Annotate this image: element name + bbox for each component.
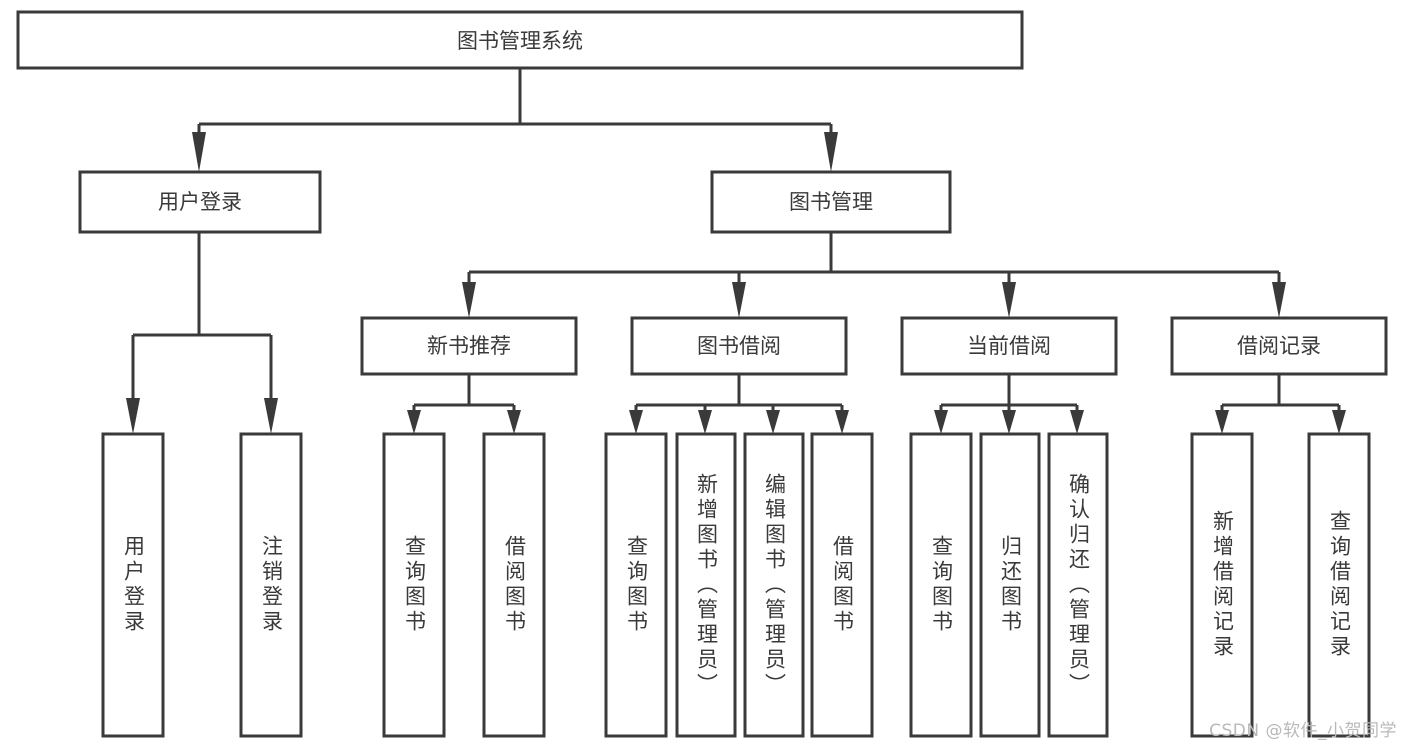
node-box-leaf-query-book-3[interactable] xyxy=(909,432,973,738)
arrow-head-leaf-user-logout xyxy=(264,398,278,434)
arrow-head-leaf-borrow-book-2 xyxy=(835,410,849,434)
node-label-book-management: 图书管理 xyxy=(789,190,873,214)
node-box-leaf-query-book-2[interactable] xyxy=(604,432,668,738)
node-box-new-book-recommend[interactable] xyxy=(360,316,578,376)
node-box-root[interactable] xyxy=(16,10,1024,70)
node-box-book-borrow[interactable] xyxy=(630,316,848,376)
connector-layer xyxy=(126,68,1346,434)
node-label-user-login: 用户登录 xyxy=(158,190,242,214)
arrow-head-leaf-confirm-return xyxy=(1070,410,1084,434)
node-label-current-borrow: 当前借阅 xyxy=(967,334,1051,358)
arrow-head-leaf-query-book-1 xyxy=(407,410,421,434)
node-label-book-borrow: 图书借阅 xyxy=(697,334,781,358)
node-label-new-book-recommend: 新书推荐 xyxy=(427,334,511,358)
arrow-head-leaf-return-book xyxy=(1002,410,1016,434)
node-box-leaf-user-login[interactable] xyxy=(101,432,165,738)
arrow-head-leaf-query-record xyxy=(1332,410,1346,434)
node-box-leaf-confirm-return[interactable] xyxy=(1047,432,1109,738)
arrow-head-leaf-user-login xyxy=(126,398,140,434)
arrow-head-user-login xyxy=(192,132,206,172)
node-box-leaf-query-record[interactable] xyxy=(1307,432,1371,738)
node-box-current-borrow[interactable] xyxy=(900,316,1118,376)
node-box-leaf-return-book[interactable] xyxy=(979,432,1041,738)
arrow-head-leaf-query-book-2 xyxy=(629,410,643,434)
node-box-leaf-add-record[interactable] xyxy=(1190,432,1254,738)
node-box-leaf-borrow-book-2[interactable] xyxy=(810,432,874,738)
arrow-head-new-book-recommend xyxy=(462,282,476,318)
node-box-leaf-user-logout[interactable] xyxy=(239,432,303,738)
node-box-leaf-query-book-1[interactable] xyxy=(382,432,446,738)
arrow-head-book-management xyxy=(824,132,838,172)
csdn-watermark: CSDN @软件_小贺同学 xyxy=(1209,721,1397,741)
node-label-root: 图书管理系统 xyxy=(457,29,583,53)
arrow-head-leaf-borrow-book-1 xyxy=(507,410,521,434)
arrow-head-leaf-add-book xyxy=(698,410,712,434)
node-box-user-login[interactable] xyxy=(78,170,322,234)
node-box-borrow-record[interactable] xyxy=(1170,316,1388,376)
node-layer: 图书管理系统 用户登录 图书管理 新书推荐 图书借阅 当前借阅 借阅记录 xyxy=(16,10,1388,738)
node-box-leaf-add-book[interactable] xyxy=(675,432,737,738)
arrow-head-book-borrow xyxy=(732,282,746,318)
arrow-head-current-borrow xyxy=(1002,282,1016,318)
node-label-borrow-record: 借阅记录 xyxy=(1237,334,1321,358)
arrow-head-leaf-add-record xyxy=(1215,410,1229,434)
arrow-head-borrow-record xyxy=(1272,282,1286,318)
arrow-head-leaf-query-book-3 xyxy=(934,410,948,434)
arrow-head-leaf-edit-book xyxy=(766,410,780,434)
node-box-book-management[interactable] xyxy=(710,170,952,234)
node-box-leaf-edit-book[interactable] xyxy=(743,432,805,738)
node-box-leaf-borrow-book-1[interactable] xyxy=(482,432,546,738)
